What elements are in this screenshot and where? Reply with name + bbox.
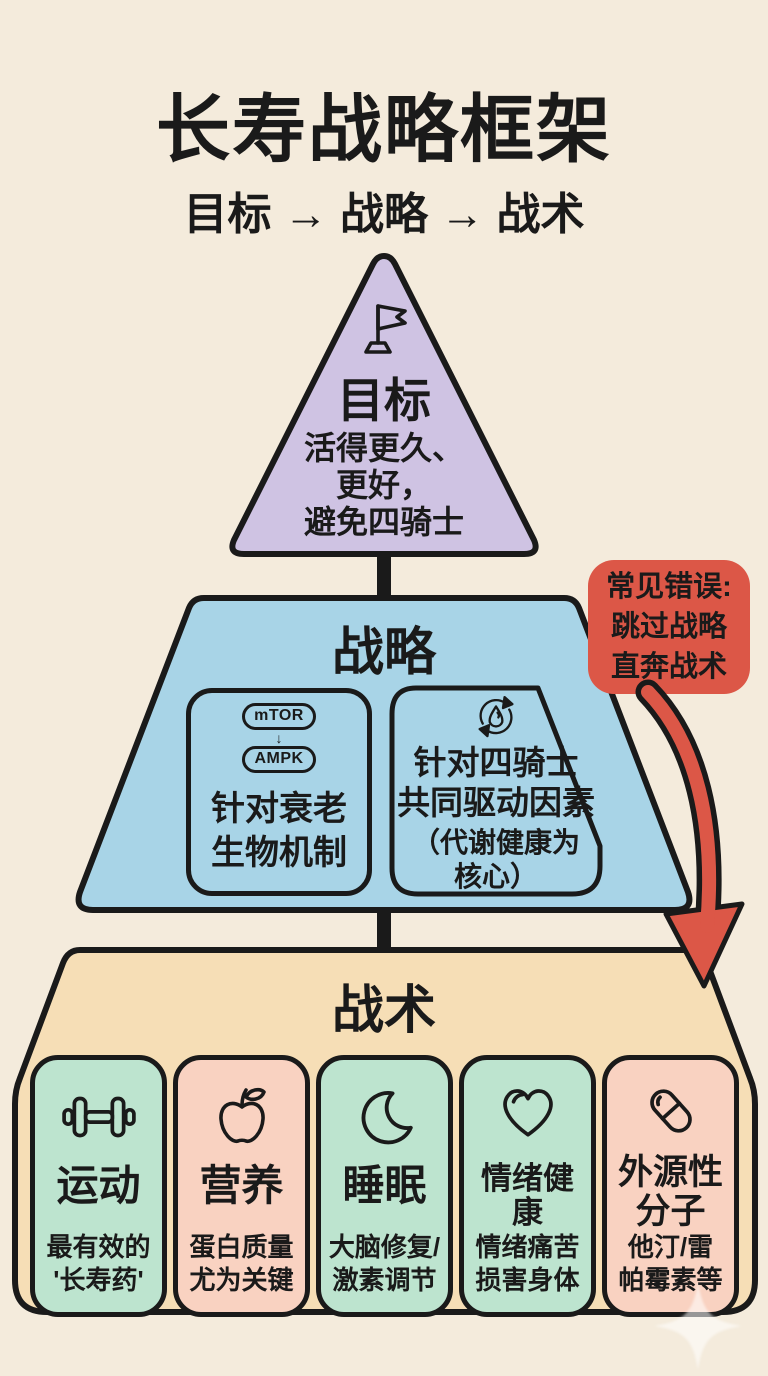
strategy-trapezoid-shape: [75, 595, 693, 913]
page-subtitle: 目标 → 战略 → 战术: [183, 190, 585, 239]
tactic-card-emotional-health: 情绪健康 情绪痛苦 损害身体: [459, 1055, 596, 1317]
metabolic-cycle-icon: [478, 695, 514, 738]
heart-icon: [495, 1072, 561, 1150]
page-title: 长寿战略框架: [156, 88, 612, 171]
tactic-card-sleep: 睡眠 大脑修复/ 激素调节: [316, 1055, 453, 1317]
apple-icon: [212, 1072, 272, 1162]
card-subtitle: 情绪痛苦 损害身体: [475, 1232, 580, 1295]
card-title: 营养: [199, 1162, 284, 1209]
card-title: 外源性 分子: [617, 1152, 723, 1231]
mtor-pill: mTOR: [242, 703, 316, 730]
goal-label: 目标: [337, 374, 431, 427]
tactic-card-exercise: 运动 最有效的 '长寿药': [30, 1055, 167, 1317]
warning-text: 常见错误: 跳过战略 直奔战术: [606, 570, 732, 683]
strategy-mechanism-box: mTOR ↓ AMPK 针对衰老 生物机制: [186, 688, 372, 896]
tactic-card-nutrition: 营养 蛋白质量 尤为关键: [173, 1055, 310, 1317]
flag-icon: [0, 296, 768, 358]
tactic-card-exogenous-molecules: 外源性 分子 他汀/雷 帕霉素等: [602, 1055, 739, 1317]
card-subtitle: 他汀/雷 帕霉素等: [618, 1232, 723, 1295]
strategy-drivers-box-shape: [389, 685, 603, 897]
capsule-icon: [640, 1072, 702, 1151]
card-title: 运动: [56, 1162, 141, 1209]
card-subtitle: 最有效的 '长寿药': [46, 1232, 151, 1295]
strategy-mechanism-text: 针对衰老 生物机制: [211, 790, 347, 873]
down-arrow-icon: ↓: [275, 730, 283, 746]
strategy-label: 战略: [331, 624, 436, 682]
curved-arrow-down-icon: [635, 679, 745, 989]
card-title: 睡眠: [342, 1162, 427, 1209]
strategy-drivers-note: （代谢健康为 核心）: [411, 826, 580, 892]
card-subtitle: 大脑修复/ 激素调节: [328, 1232, 441, 1295]
ampk-pill: AMPK: [242, 746, 316, 773]
moon-icon: [356, 1072, 414, 1162]
connector-strategy-tactics: [377, 902, 391, 954]
goal-description: 活得更久、 更好， 避免四骑士: [303, 430, 464, 541]
strategy-drivers-text: 针对四骑士 共同驱动因素: [397, 744, 595, 822]
mtor-ampk-badge-icon: mTOR ↓ AMPK: [242, 703, 316, 773]
sparkle-icon: [653, 1281, 743, 1371]
card-title: 情绪健康: [481, 1160, 574, 1231]
strategy-drivers-box: 针对四骑士 共同驱动因素 （代谢健康为 核心）: [390, 688, 602, 894]
warning-callout: 常见错误: 跳过战略 直奔战术: [588, 560, 750, 694]
tactics-label: 战术: [331, 982, 436, 1040]
connector-goal-strategy: [377, 552, 391, 602]
card-subtitle: 蛋白质量 尤为关键: [189, 1232, 294, 1295]
dumbbell-icon: [60, 1072, 138, 1162]
